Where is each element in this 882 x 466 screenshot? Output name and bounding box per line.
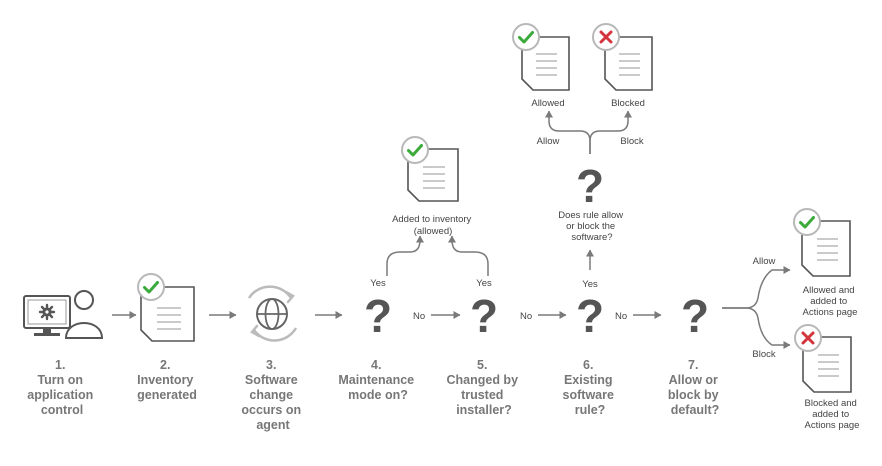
arrow-rule-allow (545, 110, 591, 154)
computer-user-icon (23, 290, 104, 339)
arrow-5-yes (448, 235, 489, 276)
arrow-4-yes (386, 235, 424, 276)
x-badge-icon (794, 324, 822, 352)
rule-allowed-document-icon (521, 36, 570, 91)
rule-allow-label: Allow (537, 136, 560, 147)
arrow-default-allow (722, 266, 791, 309)
default-blocked-label: Blocked and added to Actions page (805, 398, 860, 431)
added-to-inventory-label: Added to inventory (allowed) (392, 214, 474, 237)
rule-blocked-label: Blocked (611, 98, 645, 109)
rule-allowed-label: Allowed (531, 98, 564, 109)
check-badge-icon (137, 273, 165, 301)
arrow-rule-block (589, 110, 632, 154)
step-3-caption: 3. Software change occurs on agent (241, 358, 304, 432)
check-badge-icon (512, 23, 540, 51)
default-allowed-document-icon (801, 220, 851, 277)
default-block-label: Block (752, 349, 775, 360)
step-6-caption: 6. Existing software rule? (563, 358, 618, 417)
step-6-no-label: No (615, 311, 627, 322)
step-2-caption: 2. Inventory generated (137, 358, 197, 402)
check-badge-icon (401, 136, 429, 164)
step-5-caption: 5. Changed by trusted installer? (446, 358, 521, 417)
step-7-question-icon: ? (681, 290, 709, 342)
x-badge-icon (592, 23, 620, 51)
step-4-question-icon: ? (364, 290, 392, 342)
step-4-caption: 4. Maintenance mode on? (338, 358, 417, 402)
globe-refresh-icon (247, 285, 298, 342)
step-1-caption: 1. Turn on application control (27, 358, 96, 417)
rule-blocked-document-icon (604, 36, 653, 91)
rule-question-label: Does rule allow or block the software? (558, 210, 626, 243)
step-5-no-label: No (520, 311, 532, 322)
rule-block-label: Block (620, 136, 643, 147)
step-5-yes-label: Yes (476, 278, 492, 289)
default-blocked-document-icon (802, 336, 852, 393)
gear-icon (38, 303, 56, 321)
step-6-yes-label: Yes (582, 279, 598, 290)
rule-question-icon: ? (576, 160, 604, 212)
check-badge-icon (793, 208, 821, 236)
step-5-question-icon: ? (470, 290, 498, 342)
step-4-yes-label: Yes (370, 278, 386, 289)
default-allow-label: Allow (753, 256, 776, 267)
arrow-default-block (722, 307, 791, 349)
default-allowed-label: Allowed and added to Actions page (803, 285, 858, 318)
step-7-caption: 7. Allow or block by default? (668, 358, 722, 417)
step-4-no-label: No (413, 311, 425, 322)
step-6-question-icon: ? (576, 290, 604, 342)
